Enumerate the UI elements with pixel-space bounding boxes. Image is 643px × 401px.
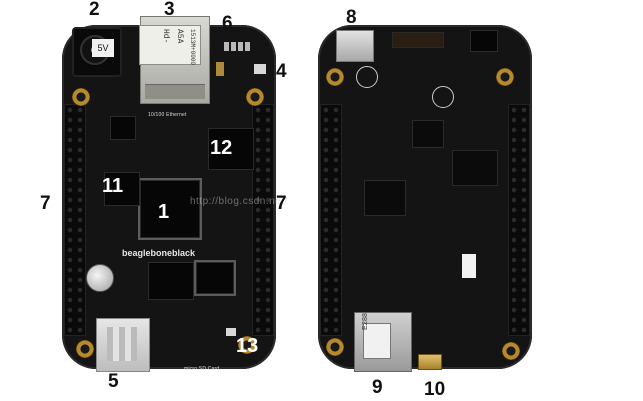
mounting-hole xyxy=(238,336,256,354)
pmic-chip xyxy=(110,116,136,140)
power-button xyxy=(216,62,224,76)
back-component xyxy=(412,120,444,148)
callout-ethernet: 3 xyxy=(164,0,175,20)
callout-emmc: 12 xyxy=(210,137,233,159)
ethernet-sticker-line-3: Hd- xyxy=(161,29,170,44)
callout-boot-button: 13 xyxy=(236,335,259,357)
ram-chip xyxy=(104,172,140,206)
callout-left-header: 7 xyxy=(40,193,51,214)
led xyxy=(224,42,229,51)
callout-sd-top: 8 xyxy=(346,7,357,28)
ethernet-mouth xyxy=(145,84,205,99)
microsd-connector-top xyxy=(336,30,374,62)
callout-mini-usb: 10 xyxy=(424,379,446,400)
mounting-hole xyxy=(76,340,94,358)
ce-logo-icon xyxy=(356,66,378,88)
boot-button xyxy=(226,328,236,336)
back-chip xyxy=(470,30,498,52)
right-pin-header xyxy=(252,104,274,336)
mounting-hole xyxy=(72,88,90,106)
callout-leds: 6 xyxy=(222,13,233,34)
right-pin-header xyxy=(508,104,530,336)
mini-usb-port xyxy=(418,354,442,370)
ethernet-port: 1513M+0000 A5A Hd- xyxy=(139,16,210,104)
mounting-hole xyxy=(496,68,514,86)
hdmi-chip xyxy=(196,262,234,294)
led xyxy=(245,42,250,51)
callout-ram: 11 xyxy=(102,175,124,197)
led xyxy=(231,42,236,51)
watermark: http://blog.csdn.net/ xyxy=(190,196,288,207)
ethernet-sticker: 1513M+0000 A5A Hd- xyxy=(139,25,201,65)
power-jack: 5V xyxy=(72,27,122,77)
left-pin-header xyxy=(320,104,342,336)
ddr-chip xyxy=(148,262,194,300)
left-pin-header xyxy=(64,104,86,336)
reset-button xyxy=(254,64,266,74)
callout-power-jack: 2 xyxy=(89,0,100,20)
callout-reset-button: 4 xyxy=(276,61,287,82)
back-component xyxy=(462,254,476,278)
microsd-slot xyxy=(354,312,412,372)
backup-battery xyxy=(86,264,114,292)
brand-silkscreen: beagleboneblack xyxy=(122,248,196,258)
mounting-hole xyxy=(246,88,264,106)
mounting-hole xyxy=(326,68,344,86)
back-board xyxy=(318,25,532,369)
ethernet-silkscreen: 10/100 Ethernet xyxy=(148,112,187,118)
emmc-chip xyxy=(208,128,254,170)
power-jack-label: 5V xyxy=(92,39,114,57)
callout-right-header: 7 xyxy=(276,193,287,214)
back-component xyxy=(364,180,406,216)
back-component xyxy=(452,150,498,186)
usb-host-port xyxy=(96,318,150,372)
callout-usb-host: 5 xyxy=(108,371,119,392)
ethernet-sticker-line-1: 1513M+0000 xyxy=(189,29,196,66)
ethernet-sticker-line-2: A5A xyxy=(175,29,184,44)
no-trash-icon xyxy=(432,86,454,108)
back-chip xyxy=(392,32,444,48)
callout-microsd-slot: 9 xyxy=(372,377,383,398)
led xyxy=(238,42,243,51)
mounting-hole xyxy=(326,338,344,356)
processor-chip xyxy=(140,180,200,238)
sd-card-label: E288 xyxy=(362,312,369,330)
sd-silkscreen: micro SD Card xyxy=(184,366,220,372)
mounting-hole xyxy=(502,342,520,360)
callout-processor: 1 xyxy=(158,201,170,223)
